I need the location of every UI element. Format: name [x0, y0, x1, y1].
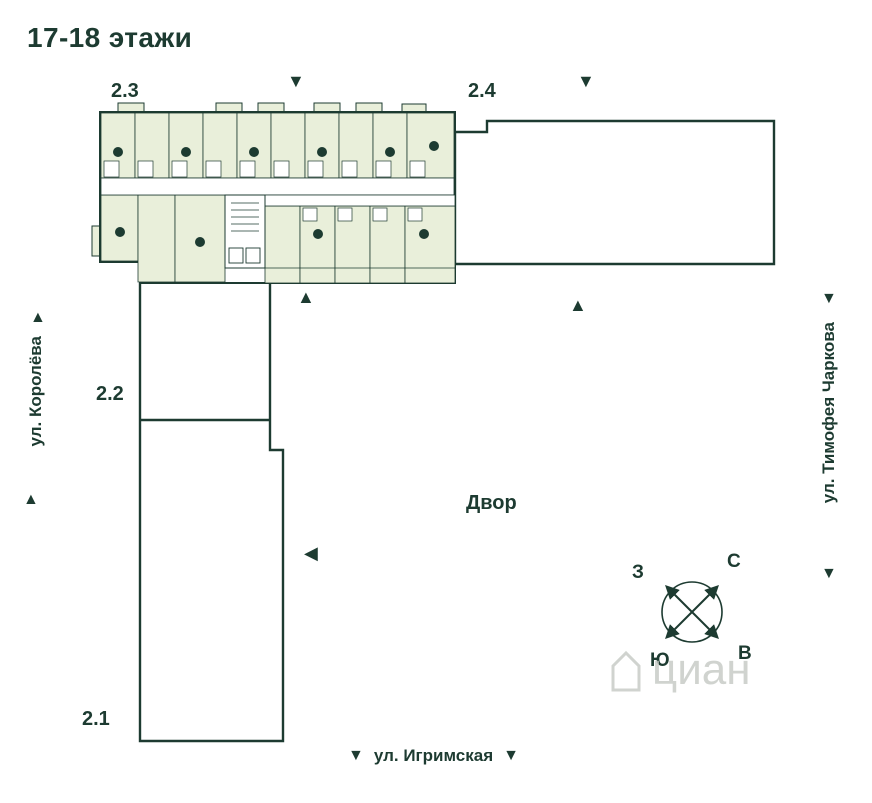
compass-south-label: Ю — [650, 650, 670, 671]
courtyard-label: Двор — [466, 492, 517, 514]
section-label-2-4: 2.4 — [468, 80, 496, 102]
arrow-up-below-2-4: ▲ — [569, 295, 587, 315]
compass-north-label: С — [727, 551, 741, 572]
corridors — [100, 177, 456, 207]
section-label-2-2: 2.2 — [96, 383, 124, 405]
compass-rose — [661, 581, 723, 643]
building-2-3-plan[interactable] — [91, 102, 456, 284]
street-bottom: ▼ ул. Игримская ▼ — [348, 746, 519, 766]
apartment-number-markers — [113, 141, 439, 247]
compass-east-label: В — [738, 643, 752, 664]
arrow-down-above-2-4: ▼ — [577, 71, 595, 91]
stair-core — [224, 194, 266, 269]
arrow-down-street-bottom-right: ▼ — [503, 747, 519, 764]
arrow-up-below-2-3: ▲ — [297, 287, 315, 307]
section-label-2-3: 2.3 — [111, 80, 139, 102]
arrow-left-section-2-2: ◀ — [304, 543, 318, 563]
section-label-2-1: 2.1 — [82, 708, 110, 730]
arrow-down-street-bottom-left: ▼ — [348, 747, 364, 764]
arrow-down-above-2-3: ▼ — [287, 71, 305, 91]
bathrooms — [103, 160, 426, 222]
arrow-down-street-right-bottom: ▼ — [821, 565, 837, 582]
compass-west-label: З — [632, 562, 644, 583]
arrow-up-street-left-bottom: ▲ — [23, 491, 39, 508]
street-label-koroleva: ул. Королёва — [26, 336, 45, 447]
arrow-up-street-left-top: ▲ — [30, 309, 46, 326]
street-label-igrimskaya: ул. Игримская — [373, 746, 494, 765]
page-title: 17-18 этажи — [27, 22, 193, 53]
street-label-charkova: ул. Тимофея Чаркова — [819, 322, 838, 504]
building-2-4-outline[interactable] — [453, 119, 776, 266]
building-2-2-2-1-outline[interactable] — [138, 283, 285, 743]
balconies-top — [91, 102, 427, 257]
arrow-down-street-right-top: ▼ — [821, 290, 837, 307]
